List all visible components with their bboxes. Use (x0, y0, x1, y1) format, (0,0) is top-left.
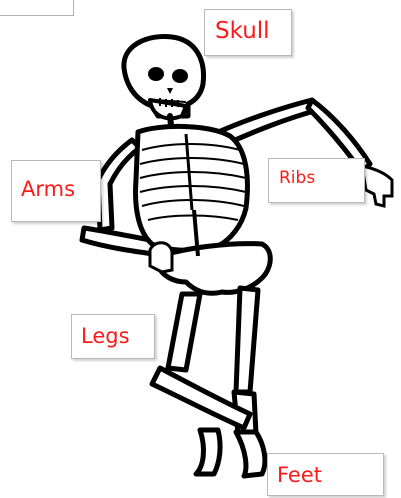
left-hand-bone (150, 243, 172, 272)
left-femur-bone (168, 294, 200, 370)
left-eye-socket (148, 67, 164, 81)
pelvis-bone (158, 244, 270, 294)
ribs-label: Ribs (279, 168, 315, 188)
skull-label: Skull (215, 18, 270, 44)
right-hand-bone (362, 166, 392, 206)
left-foot-bone (196, 430, 220, 474)
arms-label-box: Arms (11, 160, 101, 222)
feet-label: Feet (277, 463, 322, 487)
skull-label-box: Skull (204, 9, 292, 56)
right-foot-bone (236, 432, 265, 476)
right-femur-bone (236, 288, 258, 392)
ribs-label-box: Ribs (268, 158, 365, 203)
arms-label: Arms (21, 177, 75, 201)
right-eye-socket (172, 69, 188, 83)
legs-label-box: Legs (71, 314, 155, 359)
legs-label: Legs (81, 324, 130, 348)
feet-label-box: Feet (267, 453, 384, 496)
